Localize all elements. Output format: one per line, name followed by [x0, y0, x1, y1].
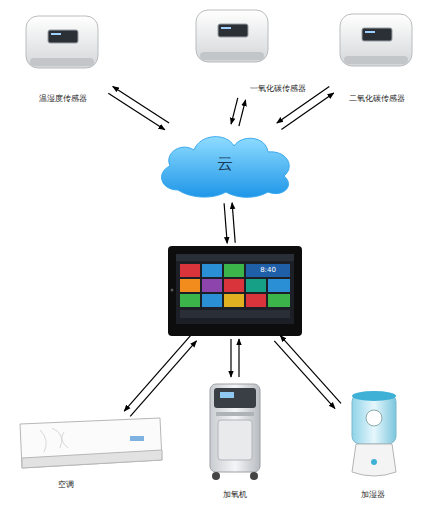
arrow-connector	[108, 93, 165, 130]
sensor-node: 温湿度传感器	[18, 12, 108, 106]
arrow-connector	[274, 341, 335, 409]
node-label: 一氧化碳传感器	[238, 84, 318, 94]
node-label: 加湿器	[340, 490, 406, 500]
sensor-device	[340, 14, 412, 66]
tablet-node: 8:40	[168, 246, 302, 336]
arrow-connector	[280, 336, 341, 404]
node-label: 加氧机	[200, 490, 270, 500]
oxygen-machine	[210, 384, 260, 480]
air-conditioner	[20, 418, 162, 468]
device-node: 空调	[16, 416, 166, 494]
sensor-device	[196, 10, 268, 62]
arrow-connector	[130, 341, 196, 417]
arrow-connector	[113, 86, 169, 123]
device-node: 加湿器	[340, 388, 406, 502]
sensor-device	[26, 16, 98, 68]
arrow-connector	[281, 93, 333, 130]
arrow-connector	[277, 86, 330, 123]
tablet-panel	[168, 246, 302, 336]
device-node: 加氧机	[200, 380, 270, 502]
arrow-connector	[124, 336, 190, 412]
arrow-connector	[230, 339, 231, 377]
arrow-connector	[238, 339, 239, 377]
node-label: 8:40	[246, 264, 290, 277]
humidifier	[352, 391, 396, 476]
arrow-connector	[224, 203, 227, 243]
node-label: 二氧化碳传感器	[334, 94, 420, 104]
cloud-node: 云	[150, 128, 300, 200]
arrow-connector	[239, 100, 246, 126]
sensor-node: 二氧化碳传感器	[334, 10, 420, 106]
sensor-node: 一氧化碳传感器	[190, 6, 318, 96]
arrow-connector	[231, 98, 238, 124]
node-label: 云	[150, 154, 300, 174]
arrow-connector	[232, 203, 235, 243]
node-label: 空调	[46, 480, 86, 490]
node-label: 温湿度传感器	[18, 94, 108, 104]
